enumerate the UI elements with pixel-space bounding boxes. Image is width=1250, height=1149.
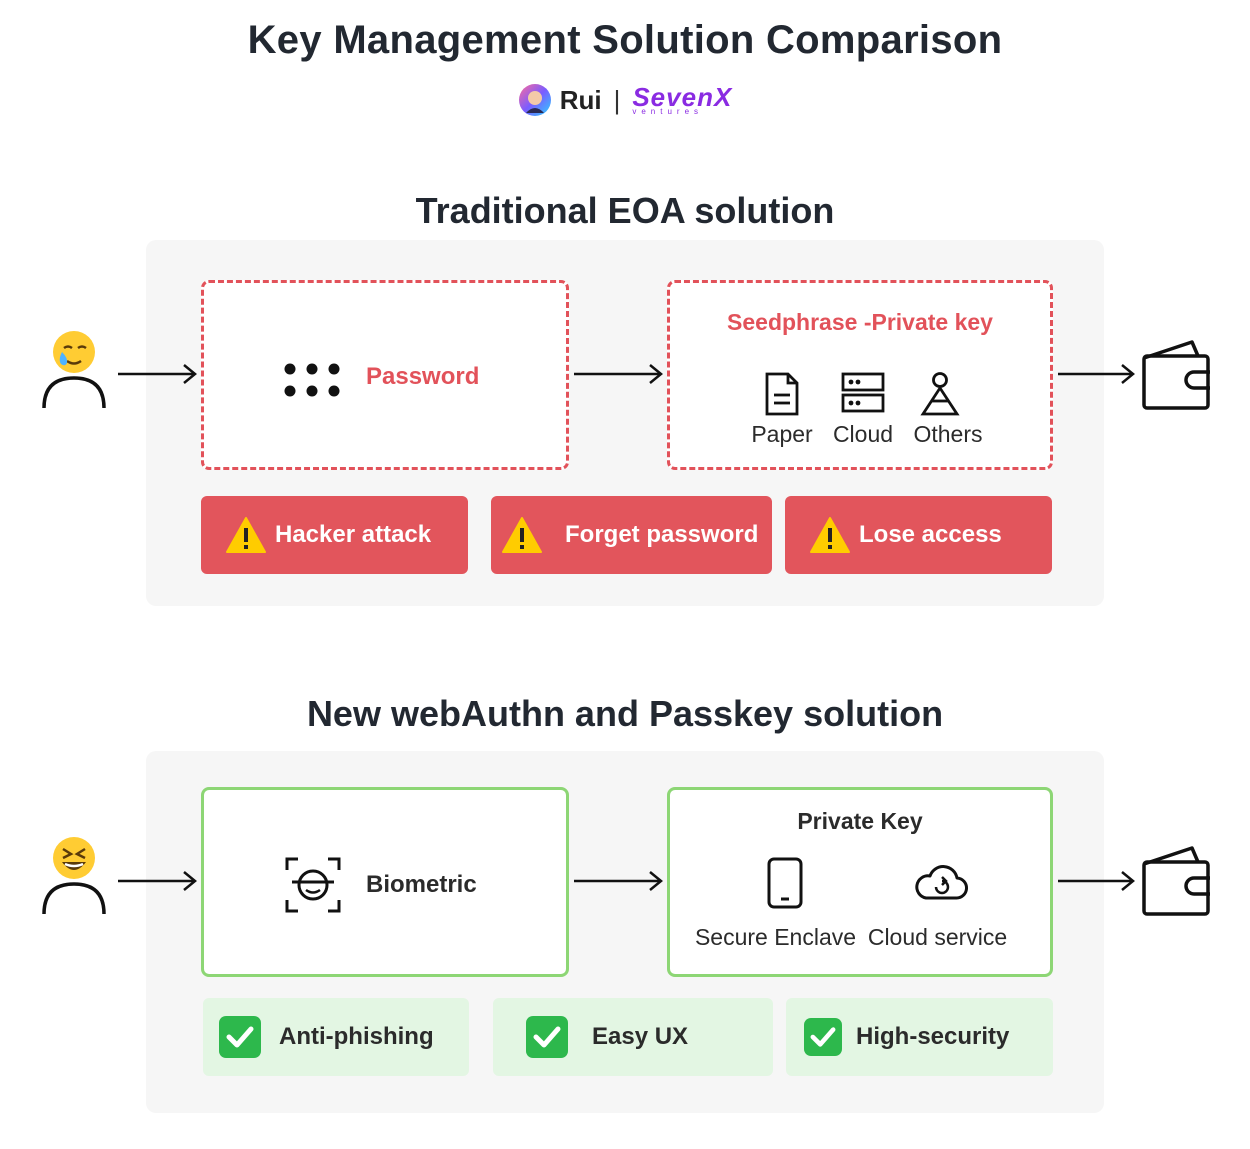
arrow-right-icon — [574, 871, 663, 891]
webauthn-heading: New webAuthn and Passkey solution — [306, 693, 944, 734]
seedphrase-box: Seedphrase -Private key Paper Cloud Othe… — [667, 280, 1053, 470]
page-title: Key Management Solution Comparison — [247, 18, 1003, 62]
benefit-label: High-security — [856, 1023, 1010, 1050]
storage-others-label: Others — [913, 421, 983, 447]
arrow-right-icon — [118, 871, 197, 891]
benefit-label: Anti-phishing — [279, 1023, 434, 1050]
storage-cloud-label: Cloud — [832, 421, 894, 447]
brand-subtitle: ventures — [632, 107, 704, 116]
author-name: Rui — [559, 84, 602, 115]
author-avatar-icon — [518, 84, 551, 116]
byline-separator: | — [613, 84, 621, 115]
password-label: Password — [366, 363, 480, 390]
biometric-label: Biometric — [366, 871, 477, 898]
storage-cloud-service-label: Cloud service — [867, 924, 1008, 950]
phone-icon — [767, 857, 803, 909]
check-mark-icon — [526, 1016, 568, 1058]
password-box: Password — [201, 280, 569, 470]
benefit-high-security: High-security — [786, 998, 1053, 1076]
storage-secure-enclave-label: Secure Enclave — [694, 924, 857, 950]
biometric-box: Biometric — [201, 787, 569, 977]
brand-logo: SevenX ventures — [632, 84, 732, 116]
arrow-right-icon — [118, 364, 197, 384]
check-mark-icon — [804, 1018, 842, 1056]
arrow-right-icon — [1058, 871, 1135, 891]
warning-icon — [226, 517, 266, 553]
face-id-icon — [285, 857, 341, 913]
risk-label: Hacker attack — [275, 521, 432, 548]
storage-paper-label: Paper — [751, 421, 813, 447]
paper-icon — [765, 372, 799, 416]
cloud-sync-icon — [915, 865, 968, 900]
check-mark-icon — [219, 1016, 261, 1058]
wallet-icon — [1142, 846, 1210, 916]
person-icon — [920, 372, 960, 416]
warning-icon — [810, 517, 850, 553]
warning-icon — [502, 517, 542, 553]
risk-lose-access: Lose access — [785, 496, 1052, 574]
server-icon — [841, 372, 885, 413]
private-key-box: Private Key Secure Enclave Cloud service — [667, 787, 1053, 977]
risk-forget-password: Forget password — [491, 496, 772, 574]
risk-hacker-attack: Hacker attack — [201, 496, 468, 574]
risk-label: Forget password — [565, 521, 759, 548]
arrow-right-icon — [574, 364, 663, 384]
benefit-label: Easy UX — [592, 1023, 689, 1050]
wallet-icon — [1142, 340, 1210, 410]
seedphrase-title: Seedphrase -Private key — [727, 309, 993, 335]
sad-user-icon — [42, 331, 106, 409]
risk-label: Lose access — [859, 521, 1002, 548]
benefit-easy-ux: Easy UX — [493, 998, 773, 1076]
byline: Rui | SevenX ventures — [0, 80, 1250, 120]
private-key-title: Private Key — [797, 808, 923, 834]
benefit-anti-phishing: Anti-phishing — [203, 998, 469, 1076]
brand-name: SevenX — [632, 82, 733, 112]
happy-user-icon — [42, 837, 106, 915]
arrow-right-icon — [1058, 364, 1135, 384]
password-dots-icon — [284, 363, 340, 397]
traditional-heading: Traditional EOA solution — [415, 190, 835, 231]
